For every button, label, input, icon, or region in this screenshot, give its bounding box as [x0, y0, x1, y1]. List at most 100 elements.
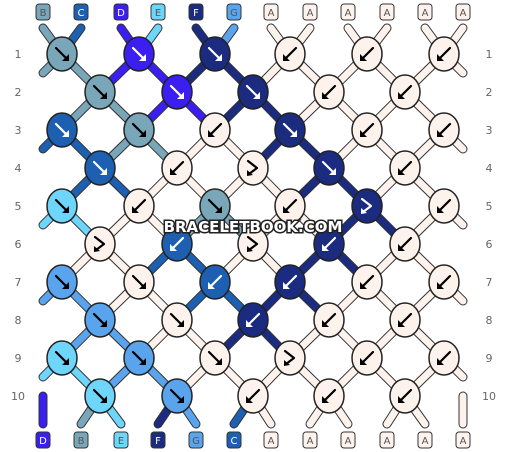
string-tab-label: E	[155, 8, 161, 19]
knot-arrow-line	[246, 159, 259, 176]
knot-arrow-icon	[283, 46, 298, 61]
top-string-0: B	[35, 3, 51, 21]
bottom-string-2: E	[113, 431, 129, 449]
top-string-1: C	[73, 3, 89, 21]
top-string-7: A	[302, 3, 318, 21]
string-tab-swatch	[417, 431, 433, 449]
string-tab-swatch	[302, 431, 318, 449]
knot-arrow-icon	[322, 388, 337, 403]
knot-A	[84, 226, 116, 262]
knot-arrow-line	[169, 84, 184, 99]
bottom-string-5: C	[226, 431, 242, 449]
string-tab-label: F	[193, 8, 199, 19]
string-tab-swatch	[226, 3, 242, 21]
string-tab-swatch	[455, 3, 471, 21]
knot-A	[237, 226, 269, 262]
string-tab-swatch	[73, 431, 89, 449]
row-label-right: 7	[486, 276, 493, 289]
knot-arrow-icon	[54, 350, 69, 365]
knot-arrow-icon	[169, 388, 184, 403]
knot-arrow-line	[207, 198, 222, 213]
knot-arrow-head	[100, 168, 107, 175]
knot-arrow-icon	[92, 84, 107, 99]
knot-arrow-icon	[322, 312, 337, 327]
knot-arrow-line	[437, 198, 452, 213]
knot-arrow-icon	[93, 235, 106, 252]
knot-arrow-head	[247, 246, 253, 252]
row-label-right: 3	[486, 124, 493, 137]
knot-arrow-head	[139, 282, 146, 289]
row-label-left: 2	[15, 86, 22, 99]
string-tab-swatch	[35, 431, 51, 449]
knot-arrow-head	[437, 206, 444, 213]
knot-arrow-icon	[398, 84, 413, 99]
knot-arrow-head	[208, 130, 215, 137]
knot-arrow-icon	[207, 46, 222, 61]
knot-arrow-icon	[283, 274, 298, 289]
string-tab-swatch	[263, 431, 279, 449]
knot-arrow-icon	[92, 160, 107, 175]
knot-arrow-line	[360, 46, 375, 61]
knot-arrow-icon	[360, 274, 375, 289]
string-tab-label: G	[230, 8, 238, 19]
knot-arrow-icon	[246, 388, 261, 403]
bottom-string-0: D	[35, 431, 51, 449]
knot-arrow-line	[170, 160, 185, 175]
knot-arrow-line	[322, 236, 337, 251]
knot-arrow-head	[100, 396, 107, 403]
knot-arrow-head	[437, 282, 444, 289]
knot-A	[274, 340, 306, 376]
knot-arrow-head	[62, 130, 69, 137]
string-tab-swatch	[379, 431, 395, 449]
knot-arrow-line	[283, 46, 298, 61]
string-tab-label: D	[39, 436, 47, 447]
row-label-right: 4	[486, 162, 493, 175]
string-tab-swatch	[188, 431, 204, 449]
knot-arrow-line	[131, 122, 146, 137]
knot-arrow-line	[360, 274, 375, 289]
knot-arrow-line	[92, 388, 107, 403]
knot-arrow-line	[170, 236, 185, 251]
knot-arrow-head	[360, 358, 367, 365]
knot-arrow-head	[398, 168, 405, 175]
knot-arrow-line	[283, 349, 296, 366]
knot-arrow-icon	[169, 84, 184, 99]
knot-arrow-head	[398, 92, 405, 99]
top-string-2: D	[113, 3, 129, 21]
knot-arrow-head	[215, 54, 222, 61]
string-tab-swatch	[188, 3, 204, 21]
row-label-left: 4	[15, 162, 22, 175]
knot-arrow-head	[62, 54, 69, 61]
knot-arrow-line	[246, 312, 261, 327]
row-label-left: 6	[15, 238, 22, 251]
knot-arrow-icon	[131, 350, 146, 365]
row-label-left: 7	[15, 276, 22, 289]
knot-arrow-head	[360, 282, 367, 289]
knot-arrow-line	[437, 350, 452, 365]
string-tab-label: G	[192, 436, 200, 447]
knot-arrow-icon	[207, 350, 222, 365]
knot-arrow-line	[54, 198, 69, 213]
string-tab-swatch	[340, 431, 356, 449]
knot-arrow-icon	[398, 312, 413, 327]
knot-arrow-head	[284, 360, 290, 366]
knot-arrow-icon	[92, 388, 107, 403]
row-label-left: 10	[11, 390, 25, 403]
top-string-3: E	[150, 3, 166, 21]
knot-arrow-line	[246, 235, 259, 252]
knot-arrow-line	[169, 312, 184, 327]
knot-arrow-head	[360, 130, 367, 137]
knot-arrow-icon	[437, 46, 452, 61]
knot-A	[237, 150, 269, 186]
string-tab-swatch	[226, 431, 242, 449]
knot-arrow-icon	[54, 274, 69, 289]
string-tab-label: A	[384, 8, 391, 19]
knot-arrow-icon	[246, 235, 259, 252]
string-tab-swatch	[150, 3, 166, 21]
knot-arrow-head	[283, 282, 290, 289]
knot-arrow-line	[398, 236, 413, 251]
knot-arrow-line	[208, 122, 223, 137]
knot-arrow-icon	[360, 122, 375, 137]
string-tab-swatch	[73, 3, 89, 21]
knot-arrow-icon	[54, 122, 69, 137]
